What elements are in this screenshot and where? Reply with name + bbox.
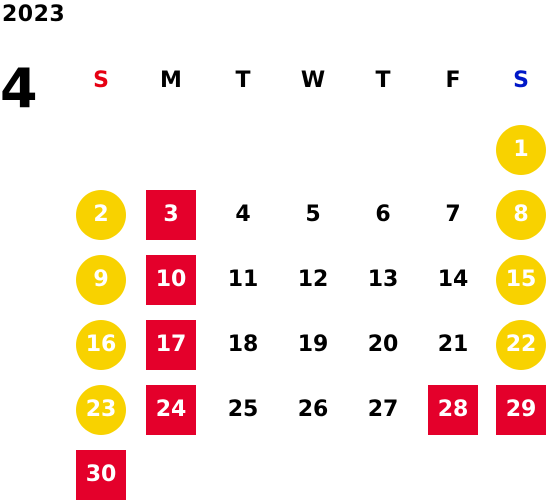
day-19: 19 — [297, 332, 329, 357]
day-16: 16 — [76, 320, 126, 370]
day-29: 29 — [496, 385, 546, 435]
day-26: 26 — [297, 397, 329, 422]
day-7: 7 — [445, 202, 461, 227]
day-17: 17 — [146, 320, 196, 370]
day-24: 24 — [146, 385, 196, 435]
day-8: 8 — [496, 190, 546, 240]
day-12: 12 — [297, 267, 329, 292]
day-28: 28 — [428, 385, 478, 435]
weekday-saturday: S — [513, 68, 529, 93]
day-23: 23 — [76, 385, 126, 435]
weekday-monday: M — [160, 68, 182, 93]
day-6: 6 — [375, 202, 391, 227]
weekday-wednesday: W — [300, 68, 326, 93]
day-3: 3 — [146, 190, 196, 240]
day-5: 5 — [305, 202, 321, 227]
day-20: 20 — [367, 332, 399, 357]
weekday-sunday: S — [93, 68, 109, 93]
day-11: 11 — [227, 267, 259, 292]
day-22: 22 — [496, 320, 546, 370]
day-15: 15 — [496, 255, 546, 305]
day-10: 10 — [146, 255, 196, 305]
day-27: 27 — [367, 397, 399, 422]
weekday-tuesday: T — [235, 68, 251, 93]
day-21: 21 — [437, 332, 469, 357]
weekday-friday: F — [445, 68, 461, 93]
day-14: 14 — [437, 267, 469, 292]
weekday-thursday: T — [375, 68, 391, 93]
calendar-year: 2023 — [2, 2, 66, 27]
day-2: 2 — [76, 190, 126, 240]
day-1: 1 — [496, 125, 546, 175]
day-4: 4 — [235, 202, 251, 227]
day-30: 30 — [76, 450, 126, 500]
day-13: 13 — [367, 267, 399, 292]
day-9: 9 — [76, 255, 126, 305]
calendar-month: 4 — [0, 57, 38, 120]
day-25: 25 — [227, 397, 259, 422]
day-18: 18 — [227, 332, 259, 357]
